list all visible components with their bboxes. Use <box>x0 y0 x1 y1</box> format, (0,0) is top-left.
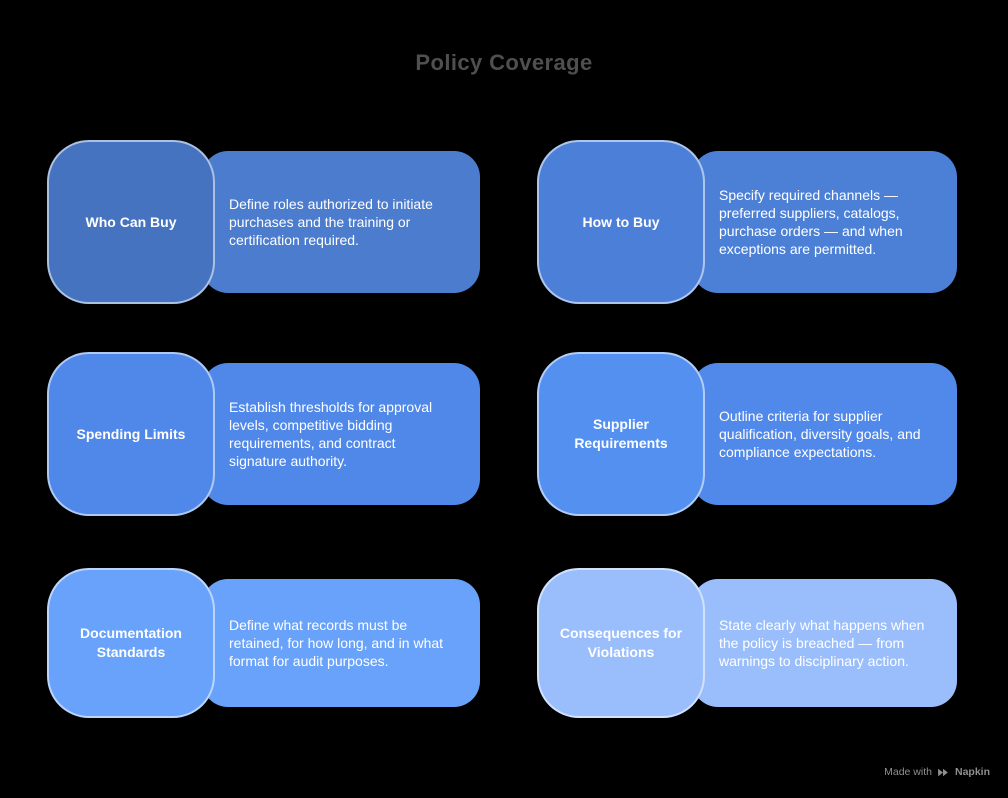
card-description: Outline criteria for supplier qualificat… <box>692 363 957 505</box>
card-description: Establish thresholds for approval levels… <box>202 363 480 505</box>
card-description-text: Outline criteria for supplier qualificat… <box>719 408 921 460</box>
watermark-prefix: Made with <box>884 766 932 778</box>
napkin-logo-icon <box>937 767 950 778</box>
card-label-text: How to Buy <box>582 213 660 230</box>
card-label: Documentation Standards <box>47 568 215 718</box>
card-description-text: Establish thresholds for approval levels… <box>229 399 433 469</box>
card-label: How to Buy <box>537 140 705 304</box>
page-title: Policy Coverage <box>415 50 593 75</box>
card-label-text: Consequences for Violations <box>559 625 683 660</box>
watermark: Made with Napkin <box>884 766 990 778</box>
card-description: Define roles authorized to initiate purc… <box>202 151 480 293</box>
card-label: Spending Limits <box>47 352 215 516</box>
card-description-text: Define what records must be retained, fo… <box>229 617 444 669</box>
card-description-text: Specify required channels — preferred su… <box>719 187 903 257</box>
card-label-text: Spending Limits <box>76 425 186 442</box>
card-description: Specify required channels — preferred su… <box>692 151 957 293</box>
card-description: Define what records must be retained, fo… <box>202 579 480 707</box>
card-label-text: Who Can Buy <box>85 213 177 230</box>
card-label-text: Documentation Standards <box>80 625 182 660</box>
card-description: State clearly what happens when the poli… <box>692 579 957 707</box>
card-description-text: State clearly what happens when the poli… <box>719 617 925 669</box>
card-label: Supplier Requirements <box>537 352 705 516</box>
card-description-text: Define roles authorized to initiate purc… <box>229 196 433 248</box>
watermark-brand: Napkin <box>954 766 990 778</box>
card-label: Who Can Buy <box>47 140 215 304</box>
card-label: Consequences for Violations <box>537 568 705 718</box>
card-label-text: Supplier Requirements <box>574 416 668 451</box>
